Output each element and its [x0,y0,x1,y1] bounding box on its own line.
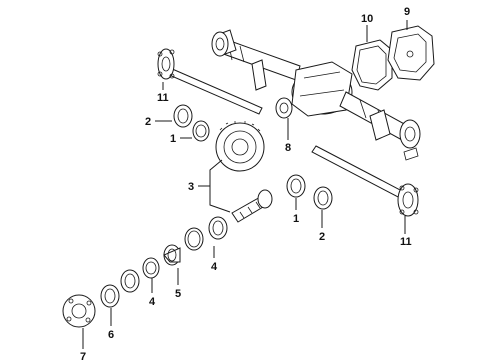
callout-6: 6 [108,329,114,341]
left-axle-shaft [157,48,263,115]
pinion-bearing-lower [120,269,140,293]
pinion-gear [231,189,273,223]
differential-cover [387,25,435,81]
ring-gear [215,121,265,172]
pinion-flange [62,294,96,328]
leader-lines [82,20,408,349]
bearing-left [192,120,210,142]
callout-2-right: 2 [319,231,325,243]
callout-11-left: 11 [157,92,169,104]
callout-5: 5 [175,288,181,300]
callout-3: 3 [188,181,194,193]
callout-8: 8 [285,142,291,154]
callout-11-right: 11 [400,236,412,248]
cover-gasket [351,39,393,91]
bearing-right [286,174,306,198]
pinion-race-lower [142,257,160,279]
pinion-seal [100,284,120,308]
callout-1-right: 1 [293,213,299,225]
pinion-bearing-upper [208,216,228,240]
pinion-race-upper [184,227,204,251]
crush-sleeve [163,244,181,266]
callout-7: 7 [80,351,86,360]
differential-case [275,97,293,119]
callout-9: 9 [404,6,410,18]
seal-left [173,104,193,128]
axle-housing [211,29,421,161]
callout-1-left: 1 [170,133,176,145]
seal-right [313,186,333,210]
callout-4-lower: 4 [149,296,156,308]
right-axle-shaft [311,145,419,217]
callout-2-left: 2 [145,116,151,128]
callout-10: 10 [361,13,373,25]
callout-4-upper: 4 [211,261,218,273]
